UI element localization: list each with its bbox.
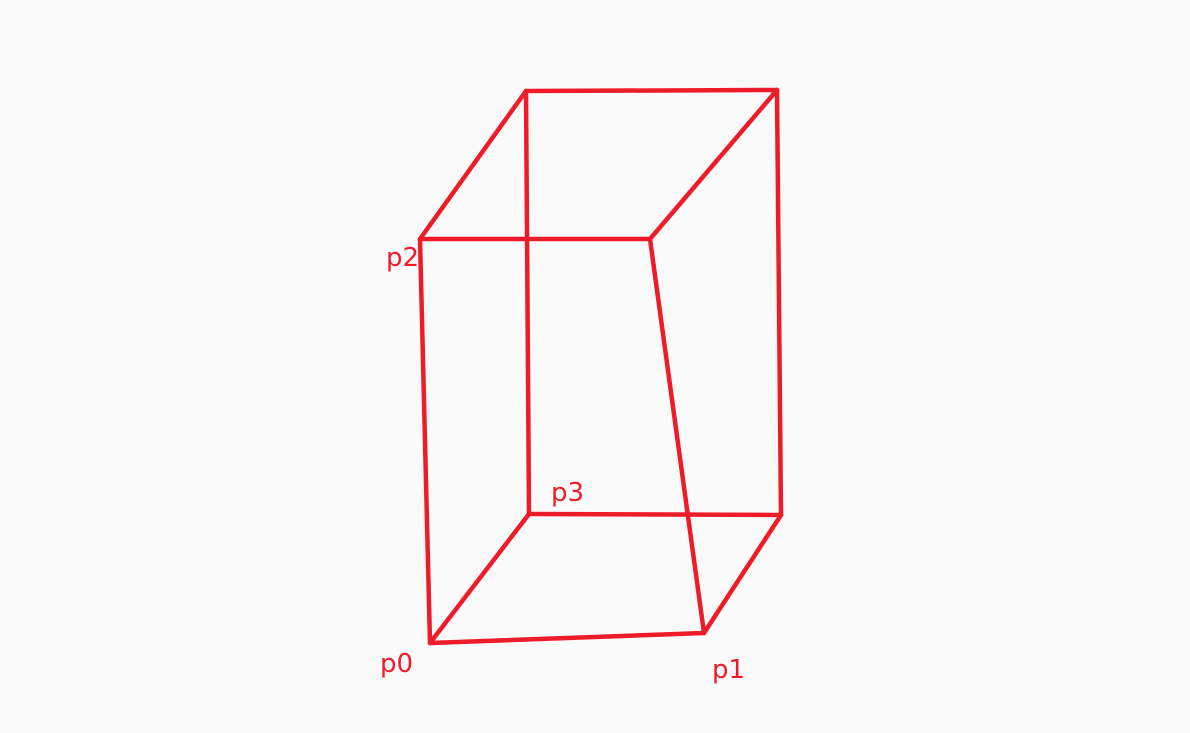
label-p0: p0	[380, 649, 413, 679]
edge-p0-p1	[427, 630, 707, 646]
edge-p3-top-back-left	[523, 88, 532, 517]
label-p1: p1	[712, 655, 745, 685]
edge-p1-top-front-right	[647, 236, 707, 636]
edge-p3-bottom-right-back	[526, 511, 784, 518]
edge-p0-p2	[417, 236, 433, 646]
edge-bottom-right-back-top-back-right	[774, 87, 784, 518]
edge-top-back	[523, 87, 780, 94]
label-p3: p3	[551, 478, 584, 508]
edge-p2-top-back-left	[417, 88, 529, 242]
edge-top-front-right-top-back-right	[647, 87, 780, 242]
edge-p1-bottom-right-back	[701, 512, 784, 636]
edge-p0-p3	[427, 511, 532, 646]
label-p2: p2	[386, 243, 419, 273]
